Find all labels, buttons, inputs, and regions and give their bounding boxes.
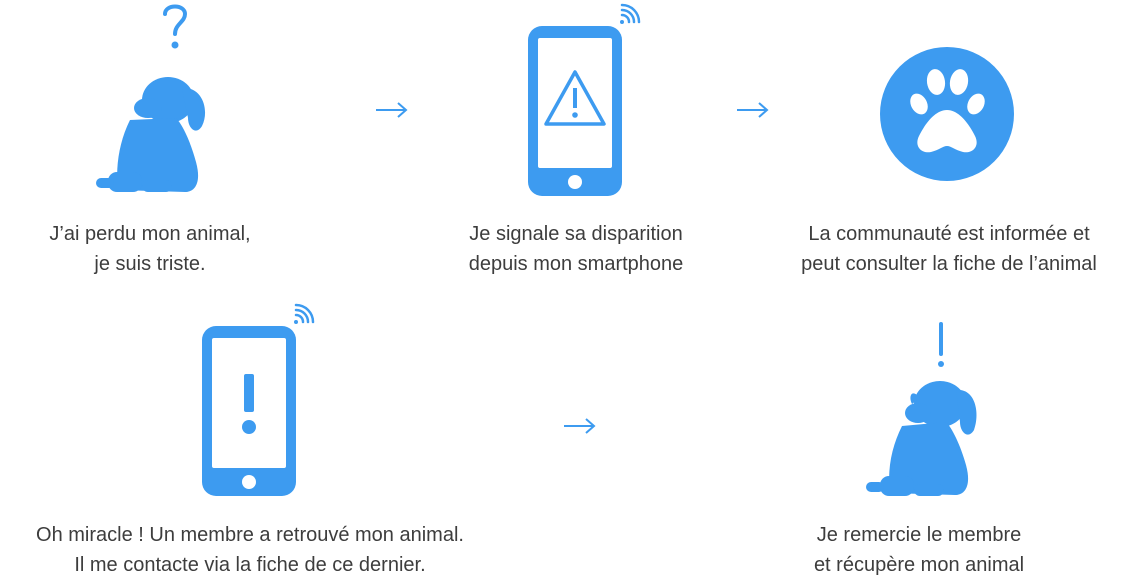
step-5-line-2: et récupère mon animal (813, 554, 1025, 576)
arrow-right-icon (735, 100, 771, 120)
step-5-caption: Je remercie le membre et récupère mon an… (769, 520, 1069, 580)
step-4-line-1: Oh miracle ! Un membre a retrouvé mon an… (36, 524, 464, 546)
smartphone-warning-icon (528, 26, 622, 196)
step-3-line-2: peut consulter la fiche de l’animal (801, 253, 1097, 275)
paw-icon (880, 47, 1014, 181)
step-5-line-1: Je remercie le membre (816, 524, 1022, 546)
step-4-illustration (200, 300, 326, 500)
step-1-line-1: J’ai perdu mon animal, (49, 223, 251, 245)
wifi-signal-icon (294, 303, 315, 324)
dog-icon (866, 381, 977, 496)
question-mark-icon (163, 4, 188, 49)
exclamation-mark-icon (938, 322, 944, 367)
step-2-illustration (526, 0, 652, 200)
step-1-illustration (90, 0, 210, 200)
dog-icon (96, 77, 206, 192)
step-5-illustration (860, 318, 980, 503)
step-3-line-1: La communauté est informée et (808, 223, 1090, 245)
step-4-caption: Oh miracle ! Un membre a retrouvé mon an… (0, 520, 500, 580)
step-2-caption: Je signale sa disparition depuis mon sma… (426, 219, 726, 279)
wifi-signal-icon (620, 3, 641, 24)
step-3-illustration (879, 46, 1015, 182)
step-1-line-2: je suis triste. (94, 253, 206, 275)
arrow-right-icon (374, 100, 410, 120)
step-4-line-2: Il me contacte via la fiche de ce dernie… (74, 554, 426, 576)
arrow-right-icon (562, 416, 598, 436)
smartphone-alert-icon (202, 326, 296, 496)
step-2-line-1: Je signale sa disparition (469, 223, 683, 245)
step-2-line-2: depuis mon smartphone (468, 253, 684, 275)
step-3-caption: La communauté est informée et peut consu… (779, 219, 1119, 279)
step-1-caption: J’ai perdu mon animal, je suis triste. (0, 219, 300, 279)
